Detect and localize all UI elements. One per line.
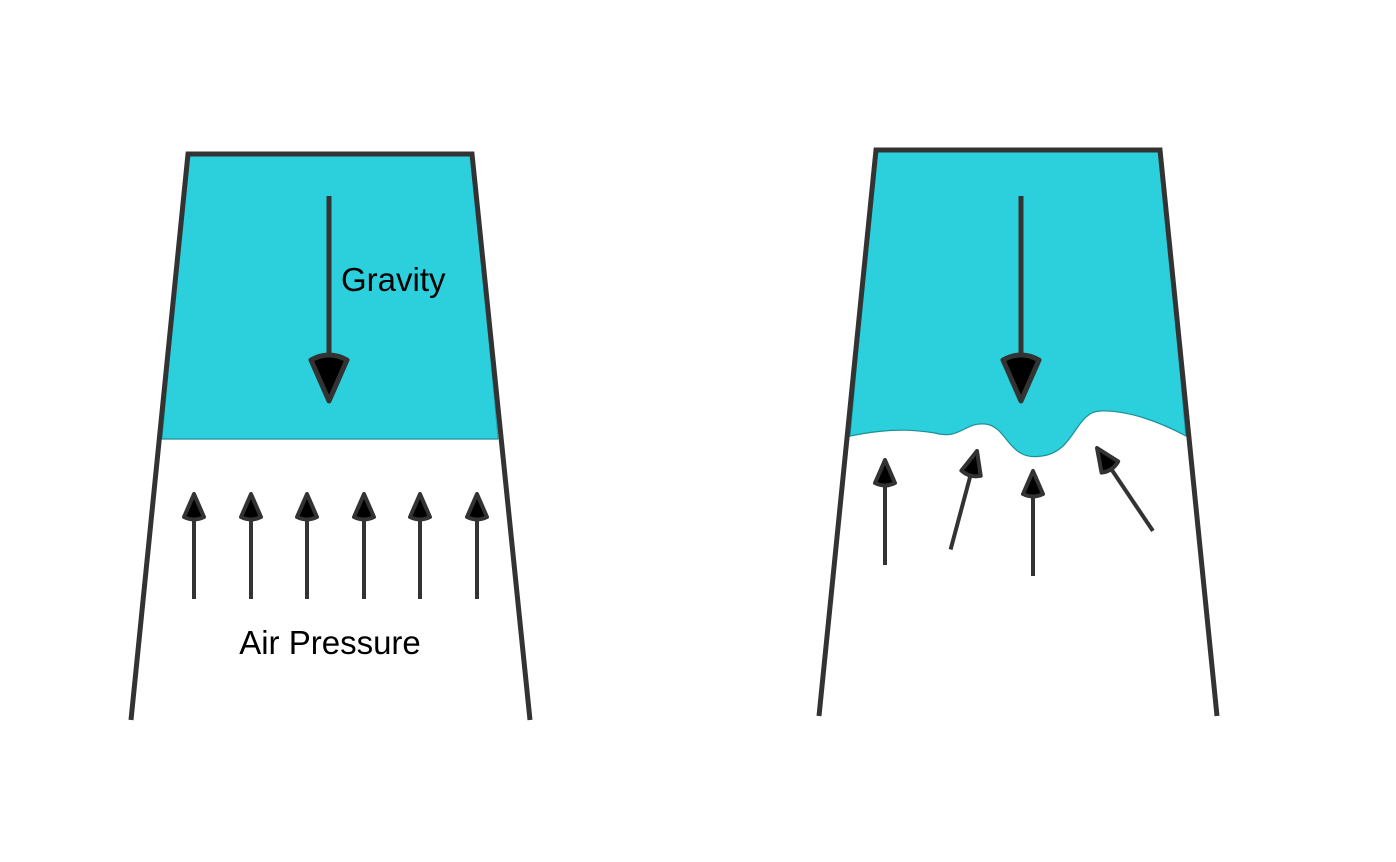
glass-outline-right bbox=[816, 147, 1220, 717]
glass-outline-left bbox=[128, 151, 533, 721]
gravity-label: Gravity bbox=[341, 261, 446, 298]
stable-glass-panel: Gravity bbox=[128, 151, 533, 721]
air-pressure-arrows-left bbox=[182, 492, 489, 599]
air-pressure-arrow bbox=[948, 449, 983, 551]
air-pressure-arrow bbox=[465, 492, 489, 599]
air-pressure-arrow bbox=[239, 492, 263, 599]
gravity-arrow-right bbox=[1000, 196, 1042, 404]
air-pressure-label: Air Pressure bbox=[239, 624, 421, 661]
air-pressure-arrow bbox=[295, 492, 319, 599]
gravity-arrow-left bbox=[308, 196, 350, 404]
air-pressure-arrow bbox=[408, 492, 432, 599]
air-pressure-arrows-right bbox=[873, 446, 1155, 576]
air-pressure-arrow bbox=[182, 492, 206, 599]
air-pressure-arrow bbox=[873, 458, 897, 565]
disturbed-glass-panel bbox=[816, 147, 1220, 717]
water-body-right bbox=[849, 149, 1187, 458]
air-pressure-arrow bbox=[1095, 446, 1155, 533]
air-pressure-arrow bbox=[352, 492, 376, 599]
air-pressure-arrow bbox=[1021, 469, 1045, 576]
